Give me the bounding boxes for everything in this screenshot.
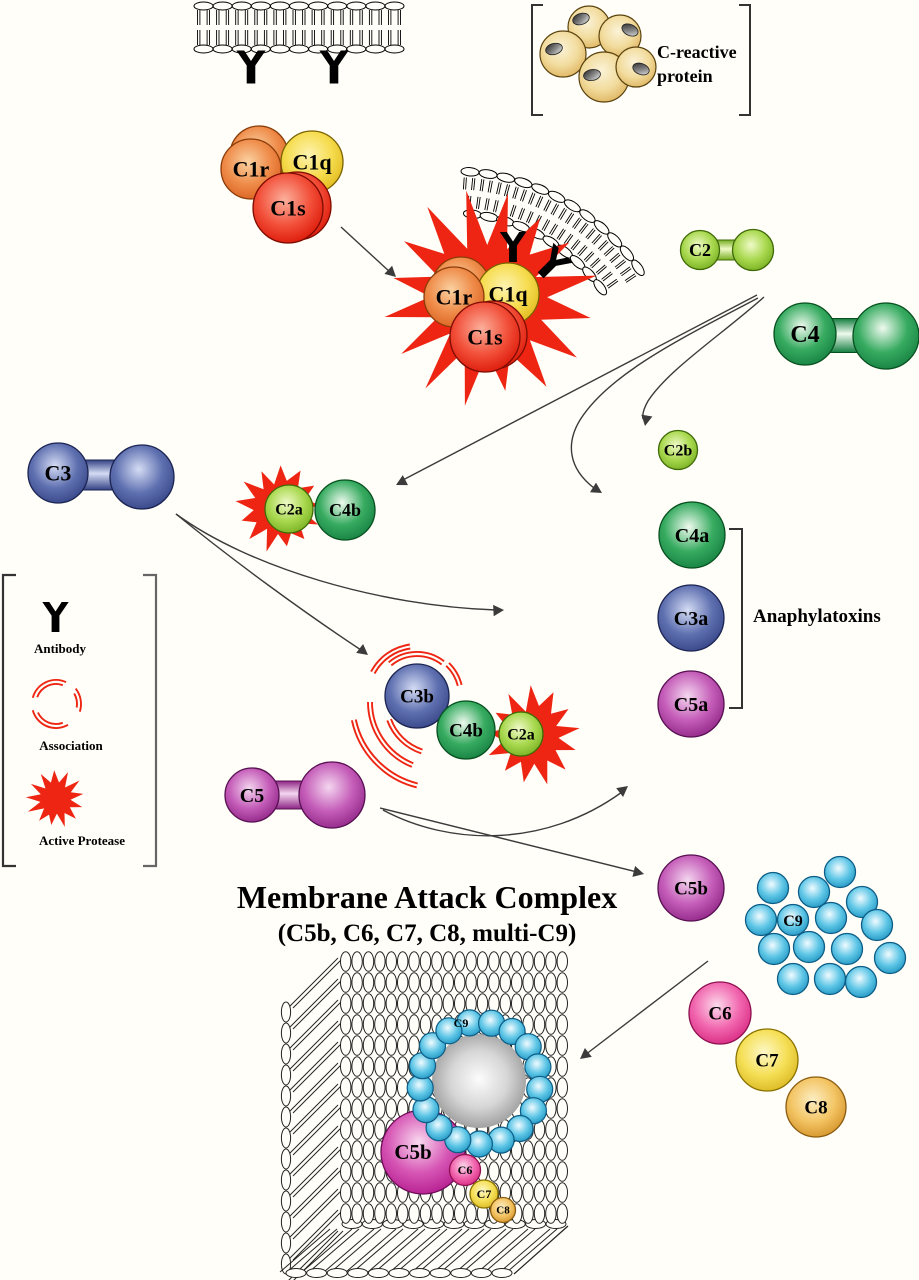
svg-text:C5b: C5b [394,1140,431,1164]
svg-text:C4b: C4b [329,500,361,520]
svg-text:C3: C3 [45,461,72,486]
svg-text:protein: protein [657,66,713,86]
svg-text:C6: C6 [458,1163,473,1177]
svg-text:Membrane Attack Complex: Membrane Attack Complex [237,879,617,915]
svg-text:C1q: C1q [292,150,332,175]
svg-text:C5b: C5b [674,879,708,900]
svg-text:C7: C7 [477,1187,492,1201]
svg-text:C3b: C3b [400,687,434,708]
svg-text:C-reactive: C-reactive [657,42,737,62]
svg-text:C8: C8 [496,1205,510,1217]
svg-text:C2a: C2a [507,726,535,743]
svg-text:C1r: C1r [436,285,473,310]
svg-text:C8: C8 [804,1098,827,1119]
svg-text:C7: C7 [755,1051,779,1072]
svg-text:(C5b, C6, C7, C8, multi-C9): (C5b, C6, C7, C8, multi-C9) [278,920,577,947]
svg-text:C2b: C2b [664,442,693,459]
svg-text:C2a: C2a [275,501,303,518]
svg-text:C5: C5 [240,785,264,807]
svg-text:Anaphylatoxins: Anaphylatoxins [753,606,881,627]
svg-text:C4b: C4b [449,721,483,742]
svg-text:C9: C9 [783,913,803,930]
svg-text:C3a: C3a [674,608,708,630]
svg-text:Association: Association [39,738,103,753]
svg-text:C4: C4 [790,322,819,348]
svg-text:C1s: C1s [270,196,306,221]
svg-text:C5a: C5a [674,694,708,716]
svg-text:Antibody: Antibody [34,641,87,656]
svg-text:C2: C2 [689,240,711,260]
svg-text:C4a: C4a [675,525,709,547]
svg-text:C6: C6 [708,1004,731,1025]
svg-text:Active Protease: Active Protease [39,833,125,848]
svg-text:C1s: C1s [467,325,503,350]
svg-text:C9: C9 [454,1016,469,1030]
svg-text:C1r: C1r [233,157,270,182]
